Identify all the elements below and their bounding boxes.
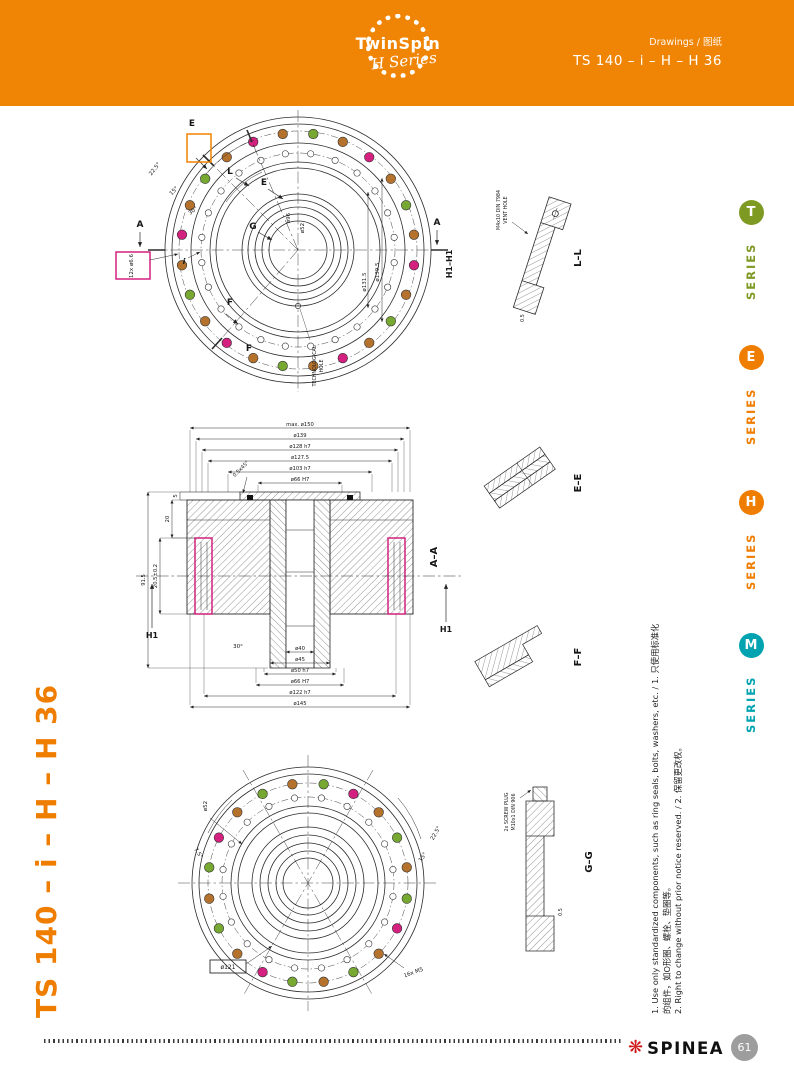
section-arrow-f2: F [246, 344, 252, 354]
section-arrow-f1: F [227, 298, 233, 308]
series-marker-m: M SERIES [736, 633, 766, 748]
section-arrow-a-right: A [434, 218, 441, 228]
technical-drawing: A A E E L G F F i H1–H1 22.5° 15° 30° ø1… [115, 110, 595, 1011]
bottom-view [178, 755, 438, 1011]
label-i: i [183, 257, 186, 266]
section-aa-label: A–A [429, 547, 440, 568]
section-ee-label: E–E [573, 474, 584, 493]
section-ff-label: F–F [573, 648, 584, 667]
bv-dim-1: ø52 [203, 801, 209, 811]
aa-bottom-dim-5: ø145 [293, 701, 306, 707]
h1-label-right: H1 [440, 625, 453, 634]
series-label-m: SERIES [744, 675, 758, 733]
aa-left-dim-3: 5 [173, 494, 179, 497]
ll-dim: 0.5 [520, 314, 526, 322]
aa-top-dim-1: ø139 [293, 433, 306, 439]
section-arrow-a-left: A [137, 220, 144, 230]
spinea-gear-icon: ❋ [628, 1037, 644, 1058]
plug-note-2: M10x1 DIN 906 [511, 793, 517, 830]
orange-highlight-box [186, 133, 212, 163]
series-marker-h: H SERIES [736, 490, 766, 605]
logo-dot-ring-icon [366, 14, 430, 78]
twinspin-logo: TwinSpin H Series [350, 8, 446, 98]
dim-diameter-2: ø131.5 [362, 272, 368, 292]
section-ee: E–E [483, 446, 584, 509]
section-arrow-e-mid: E [261, 178, 267, 188]
note-hole: HOLE [319, 359, 325, 372]
aa-top-dim-0: max. ø150 [286, 422, 314, 428]
dim-angle-1: 22.5° [148, 161, 162, 177]
bv-angle-2: 15° [418, 852, 429, 864]
aa-top-dim-2: ø128 h7 [289, 444, 310, 450]
bottom-bolt-dots [204, 779, 412, 987]
section-ff: F–F [474, 625, 584, 688]
boxed-dim-frame [209, 959, 247, 974]
header-right: Drawings / 图纸 TS 140 – i – H – H 36 [573, 34, 722, 69]
doc-code: TS 140 – i – H – H 36 [573, 53, 722, 69]
logo-brand: TwinSpin [355, 34, 441, 53]
vent-note-2: VENT HOLE [503, 196, 509, 223]
section-arrow-l: L [227, 167, 233, 177]
series-marker-e: E SERIES [736, 345, 766, 460]
dim-diameter-4: ø52 [300, 223, 306, 233]
footer-perforation-line [44, 1039, 622, 1043]
aa-chamfer: 0.5x45° [232, 460, 251, 479]
section-ll-label: L–L [573, 249, 584, 267]
series-marker-t: T SERIES [736, 200, 766, 315]
aa-bottom-dim-2: ø50 h7 [291, 668, 309, 674]
callout-pink-holes: 12x ø6.6 [129, 253, 135, 278]
dim-diameter-3: ø96 [286, 212, 292, 223]
view-label-h1h1: H1–H1 [445, 249, 454, 278]
aa-left-dim-1: 20.5±0.2 [153, 564, 159, 588]
spinea-brand: SPINEA [647, 1038, 725, 1058]
gg-dim: 0.5 [558, 908, 564, 916]
bv-dim-3: 16x M5 [403, 967, 425, 980]
section-aa-labels: max. ø150 ø139 ø128 h7 ø127.5 ø103 h7 ø6… [141, 422, 453, 707]
aa-angle: 30° [233, 644, 243, 650]
dim-angle-3: 30° [188, 206, 200, 217]
front-view [115, 110, 448, 392]
section-arrow-g: G [249, 222, 256, 232]
plug-note-1: 2x SCREW PLUG [504, 792, 510, 831]
pink-highlight-box [115, 251, 151, 280]
bv-dim-2: ø121 [220, 964, 235, 971]
bv-angle-3: 7.5° [192, 847, 204, 860]
front-bolt-dots [176, 128, 420, 372]
aa-bottom-dim-0: ø40 [295, 646, 305, 652]
series-label-h: SERIES [744, 532, 758, 590]
aa-left-dim-2: 20 [165, 516, 171, 523]
aa-bottom-dim-4: ø122 h7 [289, 690, 310, 696]
section-gg: G–G 2x SCREW PLUG M10x1 DIN 906 0.5 [504, 786, 595, 952]
section-gg-label: G–G [584, 851, 595, 872]
aa-top-dim-5: ø66 H7 [291, 477, 310, 483]
dim-diameter-1: ø139.5 [375, 262, 381, 282]
bv-angle-1: 22.5° [430, 825, 443, 841]
breadcrumb: Drawings / 图纸 [649, 37, 722, 48]
series-label-e: SERIES [744, 387, 758, 445]
section-aa [136, 426, 464, 709]
aa-left-dim-0: 91.5 [141, 574, 147, 586]
dim-angle-2: 15° [169, 186, 180, 197]
aa-top-dim-4: ø103 h7 [289, 466, 310, 472]
note-technological: TECHNOLOGICAL [312, 345, 318, 387]
h1-label-left: H1 [146, 631, 159, 640]
section-ll: L–L M4x10 DIN 7984 VENT HOLE 0.5 [496, 190, 584, 322]
aa-top-dim-3: ø127.5 [291, 455, 309, 461]
series-circle-m: M [738, 633, 764, 658]
page-number: 61 [731, 1034, 758, 1061]
aa-bottom-dim-1: ø45 [295, 657, 305, 663]
series-circle-t: T [738, 200, 764, 225]
series-circle-e: E [738, 345, 764, 370]
aa-bottom-dim-3: ø66 H7 [291, 679, 310, 685]
pink-bolt-highlight-left [194, 537, 213, 615]
spinea-logo: ❋ SPINEA [628, 1034, 724, 1062]
section-arrow-e-top: E [189, 119, 195, 129]
vent-note-1: M4x10 DIN 7984 [496, 190, 502, 230]
header-band: TwinSpin H Series Drawings / 图纸 TS 140 –… [0, 0, 794, 106]
series-label-t: SERIES [744, 242, 758, 300]
series-circle-h: H [738, 490, 764, 515]
